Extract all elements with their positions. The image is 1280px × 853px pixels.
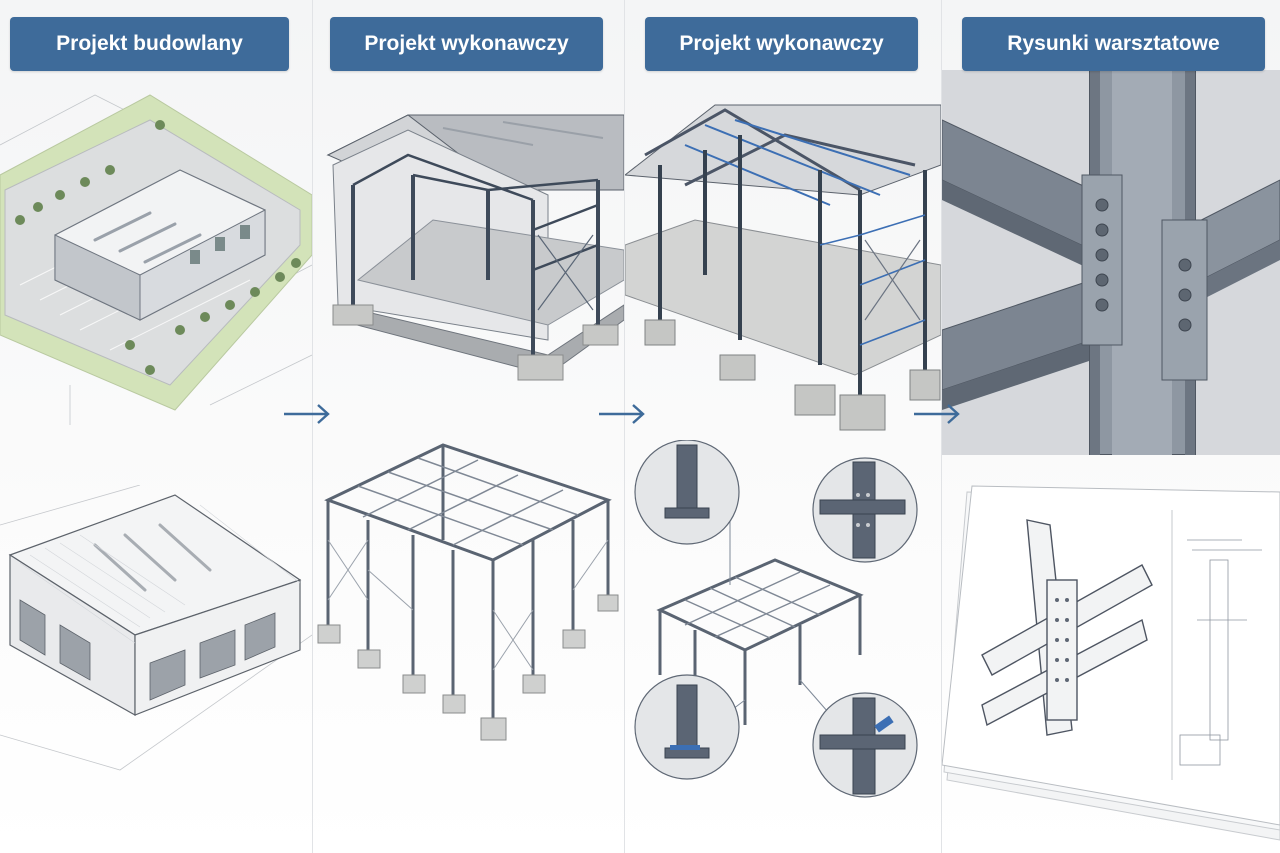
arrow-right-icon	[914, 404, 960, 424]
panel-detailed-design	[313, 0, 625, 853]
building-sketch-illustration	[0, 485, 312, 771]
stage-4-header: Rysunki warsztatowe	[962, 17, 1265, 71]
hall-cutaway-illustration	[326, 114, 624, 381]
arrow-right-icon	[599, 404, 645, 424]
steel-frame-illustration	[317, 443, 619, 741]
stage-1-header: Projekt budowlany	[10, 17, 289, 71]
stage-3-header: Projekt wykonawczy	[645, 17, 918, 71]
hall-frame-cutaway-illustration	[625, 104, 941, 431]
steel-connection-closeup	[942, 70, 1280, 455]
connection-details-illustration	[634, 440, 918, 798]
arrow-right-icon	[284, 404, 330, 424]
panel-detailed-design-connections	[625, 0, 942, 853]
panel-shop-drawings	[942, 0, 1280, 853]
panel-building-design	[0, 0, 313, 853]
stage-2-header: Projekt wykonawczy	[330, 17, 603, 71]
shop-drawing-sheets	[942, 485, 1280, 841]
site-plan-illustration	[0, 94, 312, 425]
